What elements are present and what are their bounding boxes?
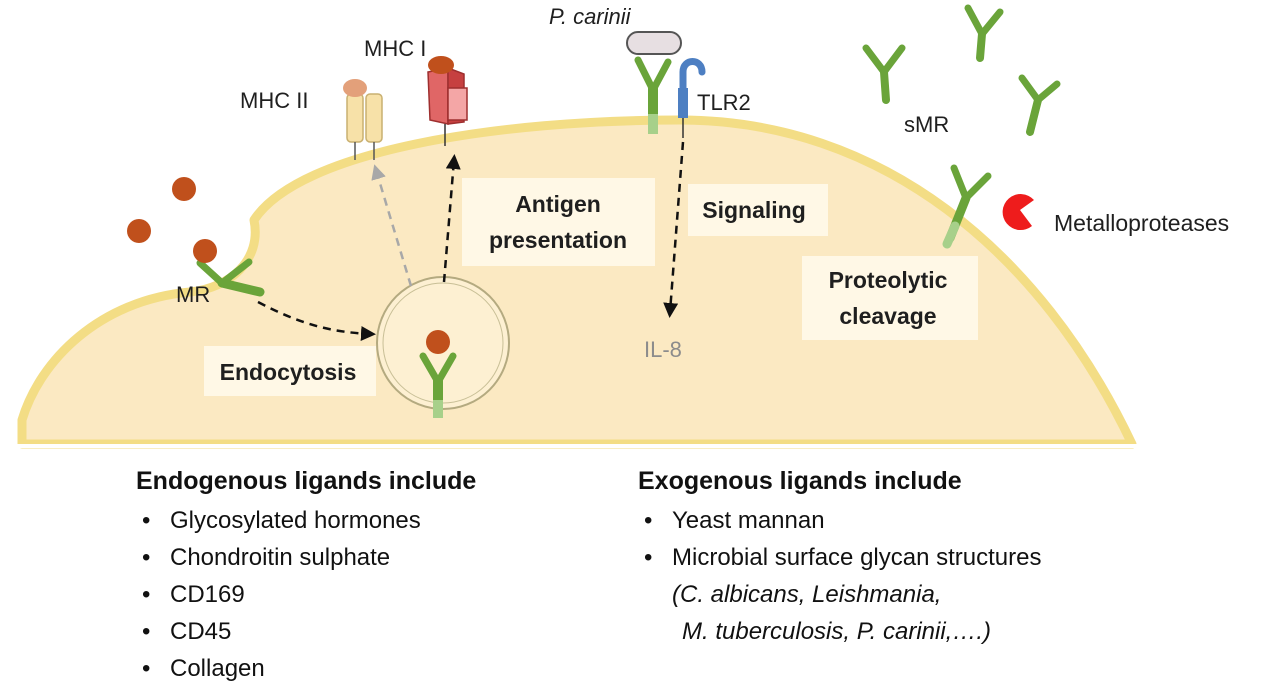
il8-label: IL-8: [644, 337, 682, 362]
mhc-ii-arrow: [371, 164, 413, 287]
organism-list-line-1: (C. albicans, Leishmania,: [672, 581, 942, 608]
list-item: Chondroitin sulphate: [136, 539, 476, 576]
smr-label: sMR: [904, 112, 949, 137]
endogenous-ligands-list: Endogenous ligands include Glycosylated …: [136, 464, 476, 687]
list-item: Microbial surface glycan structures: [638, 539, 1041, 576]
proteolytic-label: Proteolytic: [829, 267, 948, 293]
mr-p-carinii-receptor: [634, 56, 672, 134]
list-item: CD169: [136, 576, 476, 613]
endocytosis-label: Endocytosis: [220, 359, 357, 385]
ligand-particle: [172, 177, 196, 201]
membrane-mannose-receptor: [193, 239, 265, 297]
presentation-label: presentation: [489, 227, 627, 253]
cleavage-label: cleavage: [839, 303, 936, 329]
organism-list-line-2: M. tuberculosis, P. carinii,….): [682, 618, 991, 645]
endocytosis-label-box: [204, 346, 376, 396]
mhc-ii-label: MHC II: [240, 88, 308, 113]
soluble-mr-2: [964, 4, 1004, 62]
soluble-mr-1: [862, 44, 906, 104]
signaling-arrow: [663, 141, 685, 318]
cleavage-mannose-receptor: [942, 164, 992, 249]
soluble-mr-3: [1018, 74, 1061, 136]
p-carinii-label: P. carinii: [549, 4, 632, 29]
mr-label: MR: [176, 282, 210, 307]
mhc-i-molecule: [427, 56, 468, 146]
mhc-i-arrow: [442, 154, 461, 283]
antigen-label: Antigen: [515, 191, 601, 217]
tlr2-receptor: [678, 58, 706, 138]
endogenous-title: Endogenous ligands include: [136, 467, 477, 495]
tlr2-label: TLR2: [697, 90, 751, 115]
list-item: Collagen: [136, 650, 476, 687]
signaling-label: Signaling: [702, 197, 806, 223]
list-item: CD45: [136, 613, 476, 650]
mhc-ii-molecule: [343, 79, 383, 160]
exogenous-title: Exogenous ligands include: [638, 467, 962, 495]
antigen-label-box: [462, 178, 655, 266]
vesicle-mannose-receptor: [419, 330, 457, 418]
list-item: Yeast mannan: [638, 502, 1041, 539]
exogenous-ligands-list: Exogenous ligands include Yeast mannan M…: [638, 464, 1041, 650]
proteolytic-label-box: [802, 256, 978, 340]
mhc-i-label: MHC I: [364, 36, 426, 61]
ligand-particle: [127, 219, 151, 243]
signaling-label-box: [688, 184, 828, 236]
metalloprotease-pacman: [1002, 194, 1034, 231]
endocytosis-arrow: [257, 300, 376, 342]
p-carinii-organism: [626, 31, 682, 55]
metalloproteases-label: Metalloproteases: [1054, 210, 1229, 236]
list-item: Glycosylated hormones: [136, 502, 476, 539]
